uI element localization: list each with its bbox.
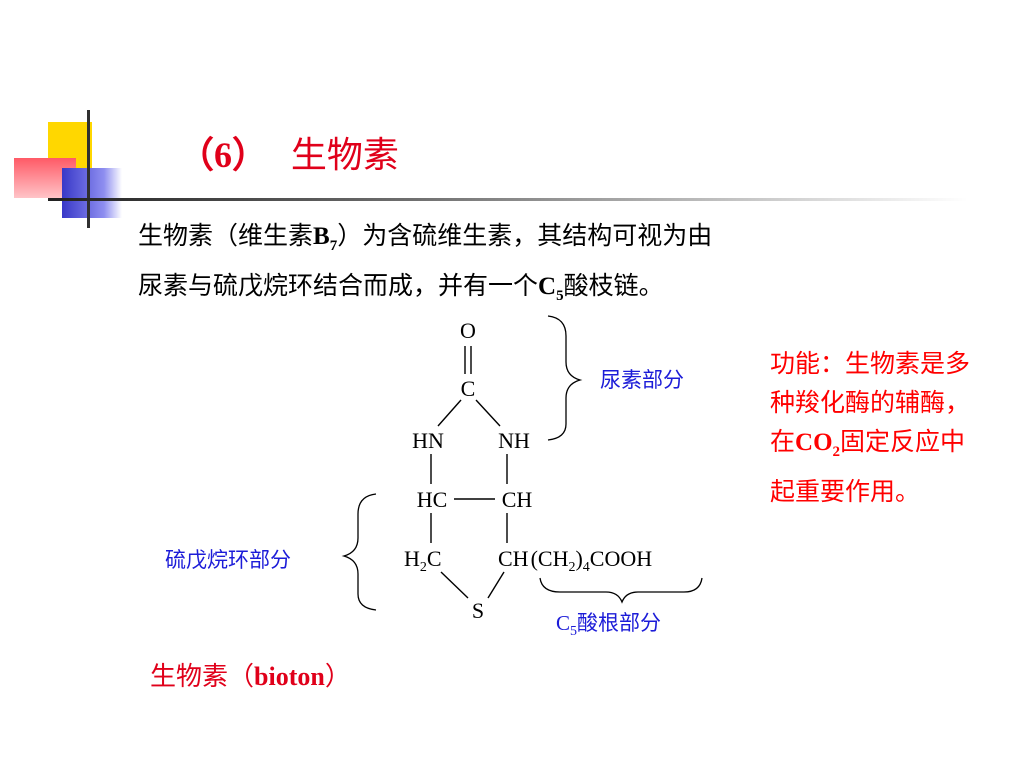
atom-ch-chain: CH(CH2)4COOH xyxy=(498,546,652,575)
atom-hc: HC xyxy=(417,487,448,512)
deco-vertical-line xyxy=(87,110,90,228)
bottom-caption-c: ） xyxy=(324,662,351,692)
desc-line2-b: C xyxy=(538,273,557,300)
bottom-caption-latin: bioton xyxy=(254,662,325,691)
bond-c-hn xyxy=(437,399,462,427)
brace-urea xyxy=(547,315,583,441)
bond-h2c-s xyxy=(440,571,469,599)
bottom-caption: 生物素（bioton） xyxy=(150,656,351,693)
atom-nh: NH xyxy=(498,428,530,453)
brace-ring xyxy=(341,493,377,611)
bond-c-nh xyxy=(475,399,501,427)
function-note: 功能：生物素是多种羧化酶的辅酶，在CO2固定反应中起重要作用。 xyxy=(770,344,980,511)
label-c5-part: C5酸根部分 xyxy=(556,611,661,639)
bond-ch-s xyxy=(487,571,505,599)
desc-line2-d: 酸枝链。 xyxy=(563,271,664,300)
title-number: （6） xyxy=(178,135,269,175)
atom-c: C xyxy=(461,376,476,401)
bonds xyxy=(430,346,508,599)
desc-line2-a: 尿素与硫戊烷环结合而成，并有一个 xyxy=(138,271,539,300)
atom-hn: HN xyxy=(412,428,444,453)
atom-ch: CH xyxy=(502,487,533,512)
deco-blue-square xyxy=(62,168,122,218)
function-text-d: 固定反应中起重要作用。 xyxy=(770,427,966,506)
title-text: 生物素 xyxy=(290,135,399,176)
bottom-caption-a: 生物素（ xyxy=(150,662,255,692)
function-co: CO xyxy=(795,429,833,456)
atom-s: S xyxy=(472,598,484,623)
description-text: 生物素（维生素B7）为含硫维生素，其结构可视为由 尿素与硫戊烷环结合而成，并有一… xyxy=(138,216,938,316)
title-underline xyxy=(48,198,968,201)
desc-line1-b: B xyxy=(313,223,330,250)
desc-line1-sub: 7 xyxy=(329,238,338,254)
desc-line1-a: 生物素（维生素 xyxy=(138,221,314,250)
slide-title: （6） 生物素 xyxy=(178,126,399,178)
label-ring-part: 硫戊烷环部分 xyxy=(165,548,291,572)
atom-o: O xyxy=(460,318,476,343)
function-text-a: 功能：生物素是多种羧化酶的辅酶，在 xyxy=(770,349,971,456)
function-sub: 2 xyxy=(832,444,841,460)
desc-line2-sub: 5 xyxy=(556,288,564,304)
desc-line1-d: ）为含硫维生素，其结构可视为由 xyxy=(337,221,713,250)
atom-h2c: H2C xyxy=(404,546,442,575)
label-urea-part: 尿素部分 xyxy=(600,368,684,392)
brace-c5 xyxy=(539,577,703,604)
